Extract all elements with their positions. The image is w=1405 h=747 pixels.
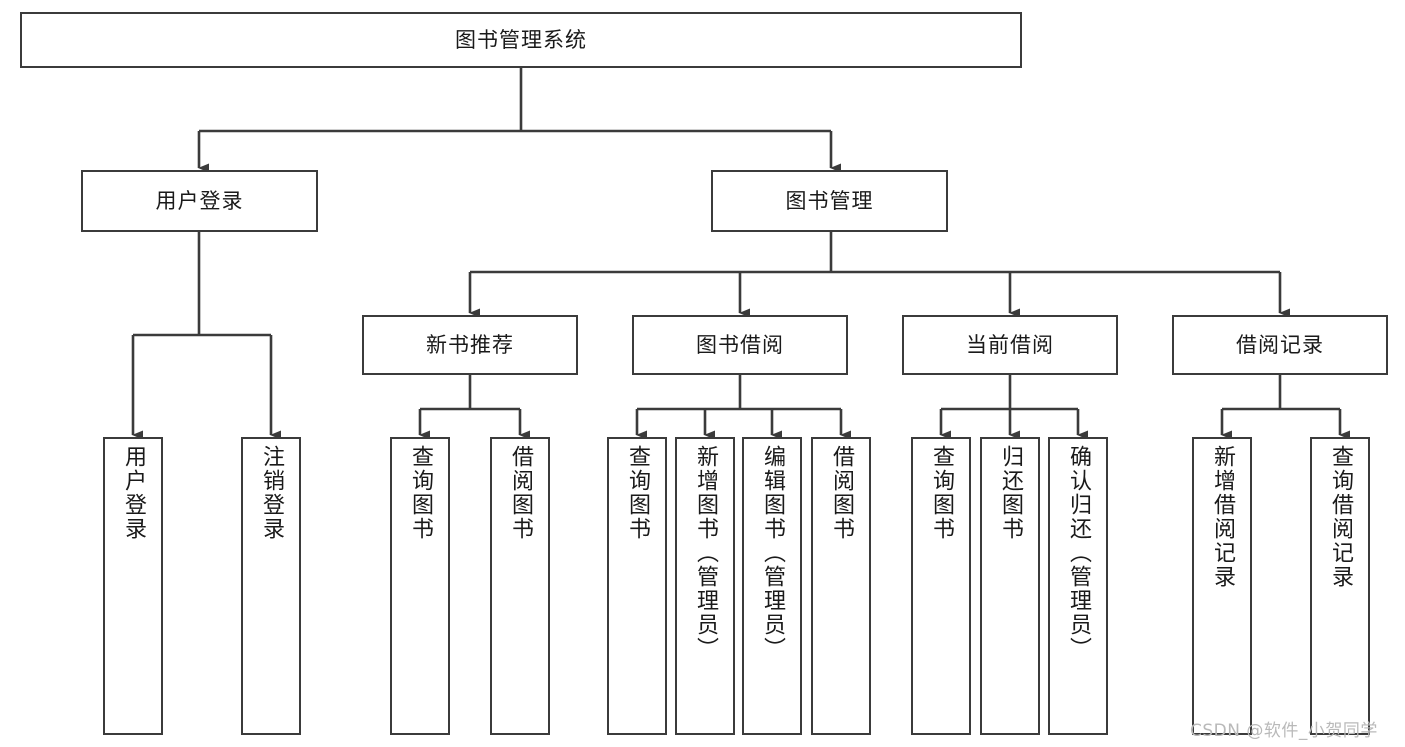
node-root-label: 图书管理系统 — [455, 27, 587, 52]
node-book-manage[interactable]: 图书管理 — [711, 170, 948, 232]
node-leaf-borrow-book-1[interactable]: 借阅图书 — [490, 437, 550, 735]
node-leaf-borrow-book-2[interactable]: 借阅图书 — [811, 437, 871, 735]
node-leaf-confirm-return-label: 确认归还（管理员） — [1066, 445, 1091, 661]
node-leaf-confirm-return[interactable]: 确认归还（管理员） — [1048, 437, 1108, 735]
node-leaf-logout-login-label: 注销登录 — [259, 445, 284, 541]
node-leaf-query-record-label: 查询借阅记录 — [1328, 445, 1353, 589]
node-book-borrow[interactable]: 图书借阅 — [632, 315, 848, 375]
node-leaf-query-book-2-label: 查询图书 — [625, 445, 650, 541]
node-leaf-return-book-label: 归还图书 — [998, 445, 1023, 541]
node-borrow-record[interactable]: 借阅记录 — [1172, 315, 1388, 375]
node-new-book-recommend[interactable]: 新书推荐 — [362, 315, 578, 375]
node-leaf-user-login[interactable]: 用户登录 — [103, 437, 163, 735]
node-book-manage-label: 图书管理 — [785, 188, 874, 213]
node-leaf-query-book-3[interactable]: 查询图书 — [911, 437, 971, 735]
node-user-login-label: 用户登录 — [155, 188, 244, 213]
node-leaf-user-login-label: 用户登录 — [121, 445, 146, 541]
node-leaf-add-record[interactable]: 新增借阅记录 — [1192, 437, 1252, 735]
csdn-watermark: CSDN @软件_小贺同学 — [1190, 721, 1378, 741]
node-borrow-record-label: 借阅记录 — [1236, 332, 1324, 357]
node-leaf-borrow-book-2-label: 借阅图书 — [829, 445, 854, 541]
node-leaf-query-record[interactable]: 查询借阅记录 — [1310, 437, 1370, 735]
node-new-book-recommend-label: 新书推荐 — [426, 332, 514, 357]
node-leaf-query-book-1-label: 查询图书 — [408, 445, 433, 541]
node-leaf-borrow-book-1-label: 借阅图书 — [508, 445, 533, 541]
node-leaf-add-record-label: 新增借阅记录 — [1210, 445, 1235, 589]
node-user-login[interactable]: 用户登录 — [81, 170, 318, 232]
node-root[interactable]: 图书管理系统 — [20, 12, 1022, 68]
node-leaf-query-book-2[interactable]: 查询图书 — [607, 437, 667, 735]
node-leaf-query-book-3-label: 查询图书 — [929, 445, 954, 541]
node-leaf-edit-book-label: 编辑图书（管理员） — [760, 445, 785, 661]
node-current-borrow-label: 当前借阅 — [966, 332, 1054, 357]
node-current-borrow[interactable]: 当前借阅 — [902, 315, 1118, 375]
node-leaf-edit-book[interactable]: 编辑图书（管理员） — [742, 437, 802, 735]
node-leaf-add-book[interactable]: 新增图书（管理员） — [675, 437, 735, 735]
node-leaf-return-book[interactable]: 归还图书 — [980, 437, 1040, 735]
node-leaf-add-book-label: 新增图书（管理员） — [693, 445, 718, 661]
node-leaf-logout-login[interactable]: 注销登录 — [241, 437, 301, 735]
node-book-borrow-label: 图书借阅 — [696, 332, 784, 357]
node-leaf-query-book-1[interactable]: 查询图书 — [390, 437, 450, 735]
